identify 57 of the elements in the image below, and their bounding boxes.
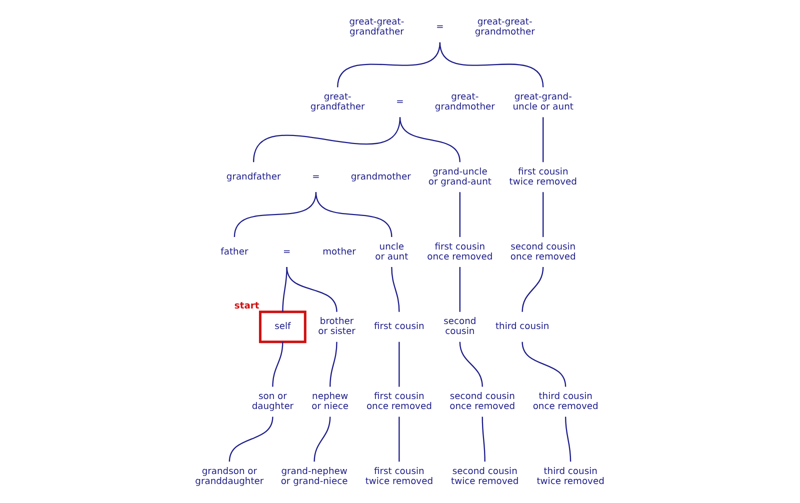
- node-text: great-great- grandfather: [349, 17, 404, 38]
- node-text: =: [312, 172, 320, 182]
- node-text: uncle or aunt: [375, 242, 408, 262]
- connector: [398, 416, 400, 462]
- node-text: third cousin: [495, 322, 550, 332]
- node-text: =: [436, 22, 444, 32]
- connector: [439, 42, 544, 87]
- connector: [330, 341, 338, 386]
- node-text: grand-nephew or grand-niece: [280, 466, 348, 486]
- node-text: first cousin once removed: [427, 242, 493, 262]
- connector: [282, 266, 288, 312]
- node-text: =: [283, 246, 291, 257]
- node-text: grandson or granddaughter: [195, 466, 264, 486]
- connector: [542, 192, 544, 237]
- connector: [234, 192, 317, 237]
- connector: [459, 266, 460, 312]
- connector: [315, 192, 392, 237]
- connector: [337, 42, 441, 87]
- node-text: grand-uncle or grand-aunt: [428, 166, 492, 187]
- node-text: great- grandmother: [434, 92, 495, 112]
- connector: [314, 416, 331, 462]
- node-text: great-grand- uncle or aunt: [512, 92, 574, 112]
- connector: [522, 266, 544, 312]
- connector: [272, 341, 284, 386]
- node-text: first cousin twice removed: [509, 166, 577, 187]
- node-text: great- grandfather: [310, 92, 365, 112]
- node-text: second cousin once removed: [450, 392, 516, 412]
- connector: [522, 341, 566, 386]
- node-label: start: [234, 300, 260, 311]
- node-text: nephew or niece: [312, 392, 349, 412]
- node-text: father: [220, 246, 248, 257]
- node-box: self: [258, 310, 306, 343]
- connector: [542, 116, 544, 162]
- node-text: first cousin twice removed: [365, 466, 434, 486]
- connector: [482, 416, 486, 462]
- node-text: mother: [322, 246, 356, 257]
- connector: [286, 266, 338, 312]
- node-text: second cousin once removed: [510, 242, 576, 262]
- node-text: great-great- grandmother: [474, 17, 535, 38]
- node-text: first cousin once removed: [366, 392, 432, 412]
- connector: [459, 192, 460, 237]
- node-text: son or daughter: [252, 392, 294, 412]
- connector: [398, 341, 400, 386]
- connector: [565, 416, 572, 462]
- node-text: second cousin: [444, 316, 476, 337]
- node-text: grandmother: [350, 172, 411, 182]
- node-text: grandfather: [226, 172, 281, 182]
- node-text: third cousin twice removed: [536, 466, 604, 486]
- connector: [459, 341, 483, 386]
- node-text: =: [396, 97, 404, 108]
- connector: [399, 116, 460, 162]
- connector: [391, 266, 400, 312]
- node-text: second cousin twice removed: [451, 466, 519, 486]
- connector: [228, 416, 274, 462]
- node-text: first cousin: [374, 322, 424, 332]
- node-text: brother or sister: [318, 316, 356, 337]
- node-text: third cousin once removed: [532, 392, 598, 412]
